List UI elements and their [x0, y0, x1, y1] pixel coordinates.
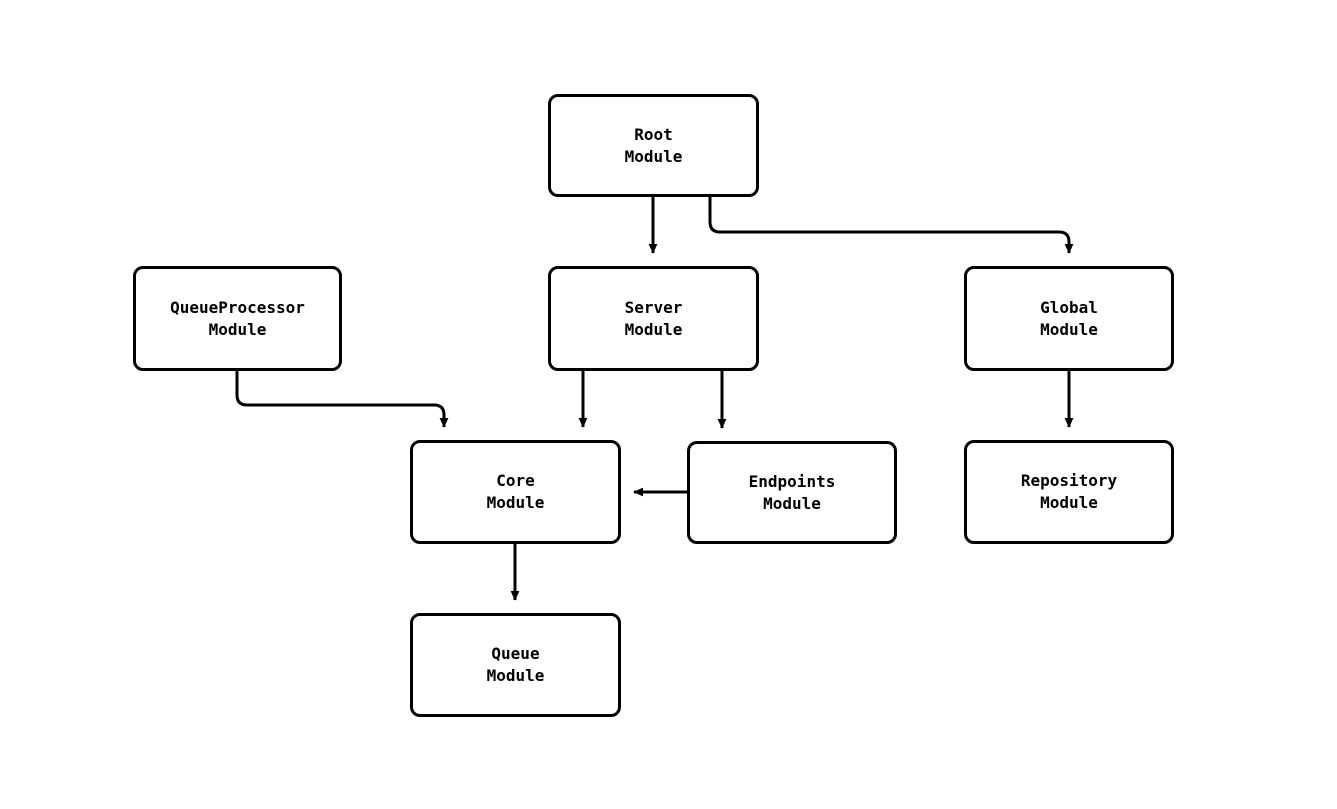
- node-endpoints-line2: Module: [763, 493, 821, 513]
- node-endpoints-line1: Endpoints: [748, 471, 836, 491]
- node-root-line1: Root: [634, 124, 673, 144]
- node-global-line1: Global: [1040, 297, 1098, 317]
- node-server[interactable]: Server Module: [548, 266, 759, 371]
- node-root[interactable]: Root Module: [548, 94, 759, 197]
- node-repository[interactable]: Repository Module: [964, 440, 1174, 544]
- node-queue[interactable]: Queue Module: [410, 613, 621, 717]
- node-global-line2: Module: [1040, 319, 1098, 339]
- node-endpoints[interactable]: Endpoints Module: [687, 441, 897, 544]
- node-queueprocessor[interactable]: QueueProcessor Module: [133, 266, 342, 371]
- node-root-line2: Module: [624, 146, 683, 166]
- node-server-line1: Server: [624, 297, 683, 317]
- node-global[interactable]: Global Module: [964, 266, 1174, 371]
- node-repository-line1: Repository: [1020, 471, 1118, 490]
- edge-queueprocessor-to-core: [235, 371, 449, 428]
- node-queueprocessor-line2: Module: [208, 319, 267, 339]
- node-core[interactable]: Core Module: [410, 440, 621, 544]
- node-repository-line2: Module: [1040, 493, 1098, 512]
- node-queueprocessor-line1: QueueProcessor: [170, 297, 305, 317]
- node-server-line2: Module: [624, 319, 683, 339]
- node-core-line1: Core: [496, 471, 535, 490]
- node-queue-line2: Module: [486, 666, 545, 685]
- node-core-line2: Module: [486, 493, 545, 512]
- edge-root-to-global: [708, 197, 1074, 254]
- node-queue-line1: Queue: [491, 644, 540, 663]
